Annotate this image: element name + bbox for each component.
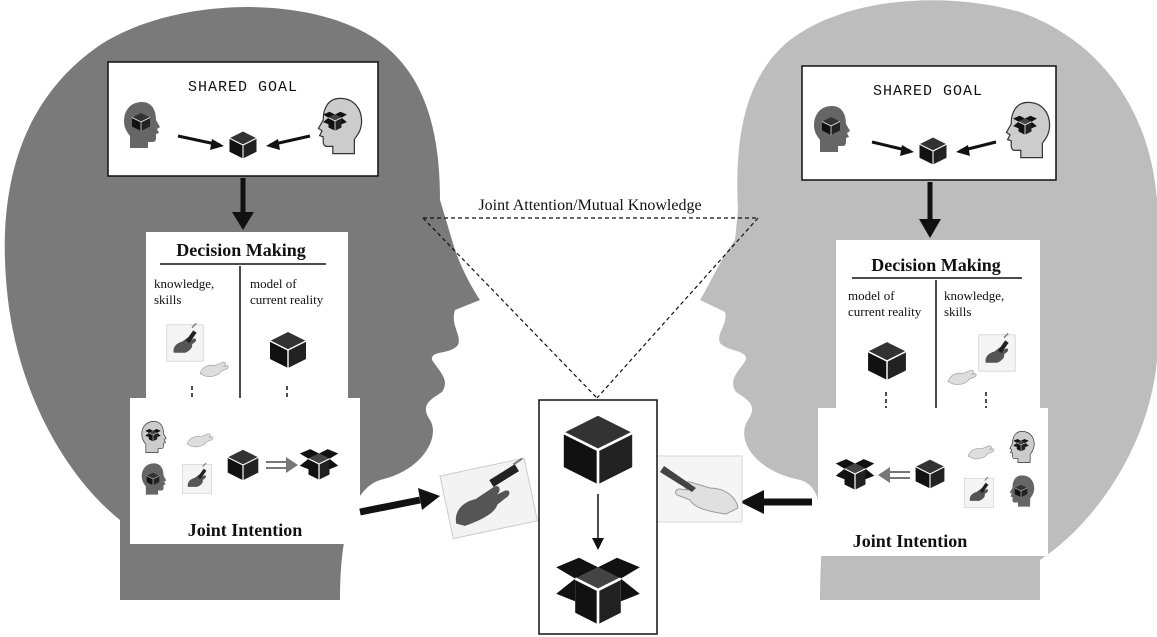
right-col-knowledge-line1: knowledge, bbox=[944, 288, 1004, 303]
left-action-knife-hand-icon bbox=[439, 457, 539, 540]
joint-attention-label-bg bbox=[450, 194, 730, 216]
right-col-model-line2: current reality bbox=[848, 304, 922, 319]
right-joint-intention-label: Joint Intention bbox=[853, 531, 968, 551]
left-action-arrow bbox=[359, 496, 421, 516]
right-shared-goal-title: SHARED GOAL bbox=[873, 83, 983, 100]
left-shared-goal-title: SHARED GOAL bbox=[188, 79, 298, 96]
right-goal-arrowhead-left bbox=[956, 145, 970, 156]
left-col-model-line2: current reality bbox=[250, 292, 324, 307]
left-ji-double-arrow bbox=[266, 457, 298, 473]
shared-task-arrowhead bbox=[592, 538, 604, 550]
left-action-arrowhead bbox=[418, 488, 440, 510]
right-goal-arrowhead-right bbox=[900, 145, 914, 156]
right-ji-knife-hand-icon bbox=[963, 476, 995, 509]
left-knowledge-knife-hand-icon bbox=[166, 322, 204, 362]
right-decision-box bbox=[836, 240, 1040, 410]
left-col-knowledge-line2: skills bbox=[154, 292, 181, 307]
left-col-model-line1: model of bbox=[250, 276, 297, 291]
right-knowledge-knife-hand-icon bbox=[978, 332, 1016, 372]
joint-attention-right-line bbox=[596, 217, 759, 399]
left-decision-title: Decision Making bbox=[176, 240, 306, 260]
left-decision-box bbox=[146, 232, 348, 400]
left-col-knowledge-line1: knowledge, bbox=[154, 276, 214, 291]
left-goal-to-decision-arrowhead bbox=[232, 212, 254, 230]
right-goal-to-decision-arrowhead bbox=[919, 219, 941, 238]
right-decision-title: Decision Making bbox=[871, 255, 1001, 275]
right-col-model-line1: model of bbox=[848, 288, 895, 303]
left-goal-arrowhead-right bbox=[210, 139, 224, 150]
right-col-knowledge-line2: skills bbox=[944, 304, 971, 319]
right-ji-double-arrow bbox=[878, 467, 910, 483]
left-goal-arrowhead-left bbox=[266, 139, 280, 150]
right-action-arrowhead bbox=[740, 490, 764, 514]
joint-attention-label: Joint Attention/Mutual Knowledge bbox=[478, 197, 701, 214]
left-joint-intention-label: Joint Intention bbox=[188, 520, 303, 540]
right-action-light-hand-icon bbox=[655, 455, 743, 523]
left-ji-knife-hand-icon bbox=[181, 462, 213, 495]
